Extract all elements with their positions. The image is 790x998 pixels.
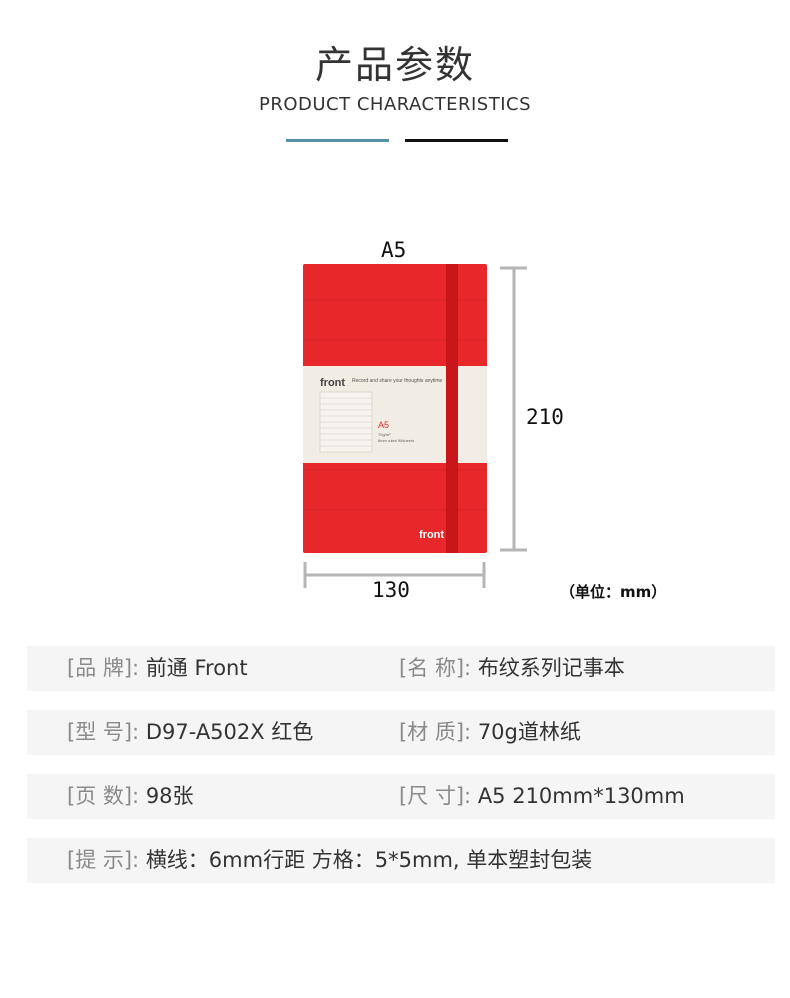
spec-cell-brand: [品 牌]: 前通 Front: [67, 646, 248, 691]
spec-value: D97-A502X 红色: [145, 720, 314, 744]
spec-label: [材 质]:: [399, 720, 478, 744]
title-accent-bar-left: [286, 139, 389, 142]
notebook-cover: [303, 264, 487, 553]
spec-cell-size: [尺 寸]: A5 210mm*130mm: [399, 774, 685, 819]
band-spec: 6mm ruled 98sheets: [378, 438, 414, 443]
spec-row: [品 牌]: 前通 Front [名 称]: 布纹系列记事本: [27, 646, 775, 691]
elastic-band: [446, 264, 458, 553]
spec-value: A5 210mm*130mm: [477, 784, 685, 808]
spec-cell-model: [型 号]: D97-A502X 红色: [67, 710, 313, 755]
spec-label: [名 称]:: [399, 656, 478, 680]
spec-cell-name: [名 称]: 布纹系列记事本: [399, 646, 625, 691]
notebook-band: [303, 366, 487, 463]
spec-value: 横线：6mm行距 方格：5*5mm, 单本塑封包装: [145, 848, 593, 872]
height-dimension-line: [500, 266, 527, 552]
spec-label: [页 数]:: [67, 784, 146, 808]
spec-cell-tip: [提 示]: 横线：6mm行距 方格：5*5mm, 单本塑封包装: [67, 838, 592, 883]
height-value-label: 210: [526, 405, 564, 429]
size-label-a5: A5: [381, 238, 407, 262]
spec-row: [页 数]: 98张 [尺 寸]: A5 210mm*130mm: [27, 774, 775, 819]
spec-cell-pages: [页 数]: 98张: [67, 774, 194, 819]
spec-label: [型 号]:: [67, 720, 146, 744]
band-brand: front: [320, 377, 345, 389]
spec-row-tip: [提 示]: 横线：6mm行距 方格：5*5mm, 单本塑封包装: [27, 838, 775, 883]
spec-table: [品 牌]: 前通 Front [名 称]: 布纹系列记事本 [型 号]: D9…: [27, 646, 775, 902]
spec-label: [尺 寸]:: [399, 784, 478, 808]
unit-note: （单位：mm）: [560, 583, 667, 601]
spec-label: [提 示]:: [67, 848, 146, 872]
spec-cell-material: [材 质]: 70g道林纸: [399, 710, 581, 755]
page-title-en: PRODUCT CHARACTERISTICS: [258, 94, 532, 115]
band-tagline: Record and share your thoughts anytime: [352, 378, 443, 384]
band-gsm: 70g/m²: [378, 432, 391, 437]
spec-value: 布纹系列记事本: [477, 656, 625, 680]
spec-value: 70g道林纸: [477, 720, 581, 744]
title-accent-bar-right: [405, 139, 508, 142]
ruled-page-thumbnail: [319, 391, 373, 453]
spec-value: 前通 Front: [145, 656, 248, 680]
page-title-cn: 产品参数: [314, 43, 475, 87]
spec-value: 98张: [145, 784, 194, 808]
spec-label: [品 牌]:: [67, 656, 146, 680]
cover-logo: front: [419, 529, 444, 541]
spec-row: [型 号]: D97-A502X 红色 [材 质]: 70g道林纸: [27, 710, 775, 755]
band-size: A5: [378, 420, 389, 430]
width-value-label: 130: [372, 578, 410, 602]
